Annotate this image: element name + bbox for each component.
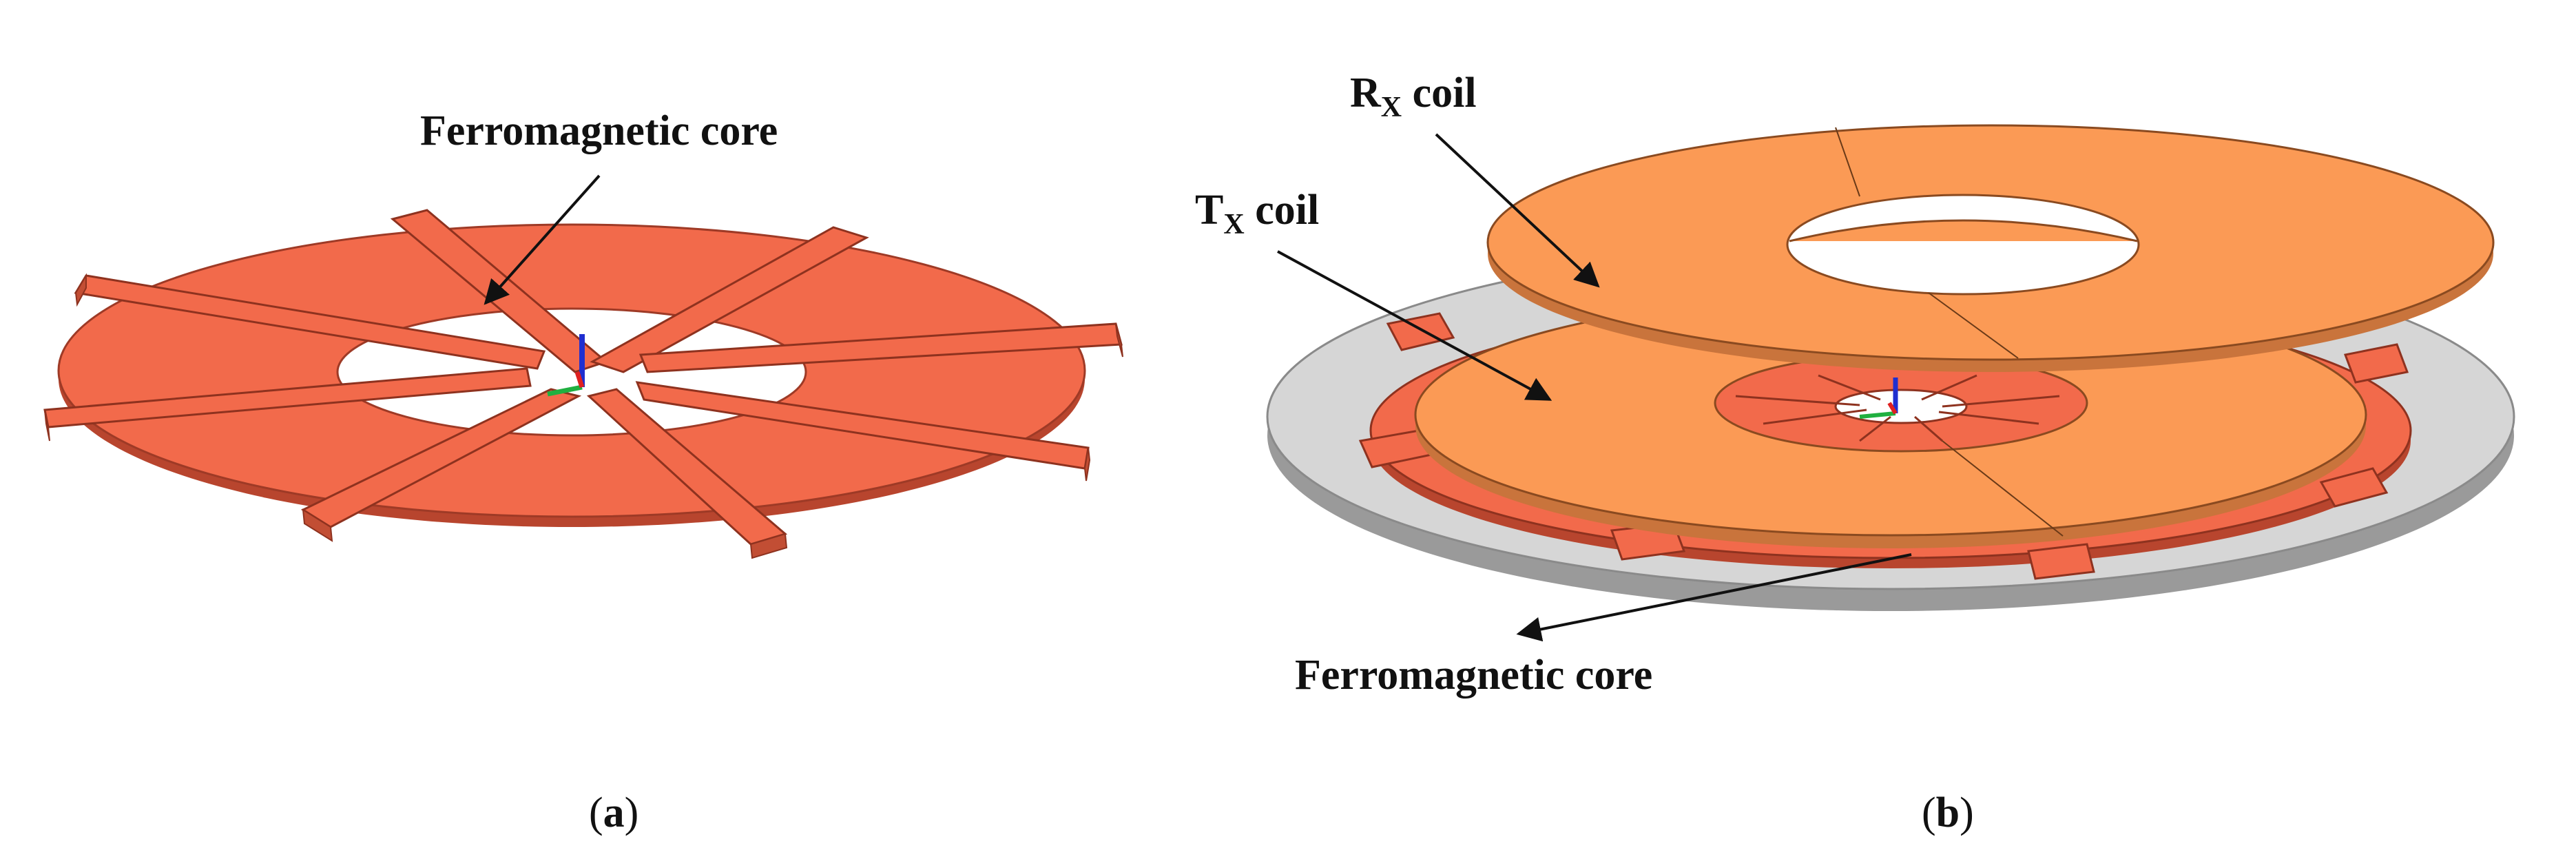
core-tab-1 <box>1386 312 1455 351</box>
ferromagnetic-core-arrow-a <box>484 174 601 305</box>
core-bar-end-ssw <box>302 508 333 542</box>
axis-triad-b <box>1859 378 1898 419</box>
core-bars <box>43 209 1123 546</box>
tx-coil-seam <box>1942 440 2064 537</box>
core-bar-end-w <box>74 273 87 307</box>
core-tab-6 <box>2343 343 2409 384</box>
caption-a: (a) <box>589 789 638 836</box>
ferromagnetic-core-arrow-b <box>1516 553 1912 642</box>
rx-coil-arrow <box>1435 133 1600 288</box>
core-bar-ne <box>590 226 869 373</box>
panel-b: RX coil TX coil Ferromagnetic core (b) <box>1195 70 2515 836</box>
core-bar-end-se <box>1083 447 1091 482</box>
tx-coil-arrow <box>1277 250 1552 401</box>
rx-coil-seam <box>1835 127 1860 197</box>
ferromagnetic-core-label-a: Ferromagnetic core <box>420 107 778 154</box>
rx-coil-label: RX coil <box>1350 70 1477 123</box>
rx-coil-hole-inner-edge <box>1789 219 2138 242</box>
ferromagnetic-core-label-b: Ferromagnetic core <box>1295 652 1652 699</box>
core-bar-end-e <box>1115 323 1123 358</box>
rx-coil-seam-2 <box>1928 292 2019 359</box>
rx-coil-hole <box>1786 194 2140 296</box>
core-center-hole <box>336 307 807 437</box>
core-bar-end-sw <box>44 409 50 442</box>
tx-coil-label: TX coil <box>1195 187 1319 240</box>
caption-b: (b) <box>1922 789 1974 836</box>
core-tab-4 <box>2027 543 2095 580</box>
axis-triad-a <box>547 334 585 397</box>
core-bar-end-sse <box>749 533 788 559</box>
panel-a: Ferromagnetic core (a) <box>43 107 1123 836</box>
core-tab-5 <box>2319 467 2389 508</box>
